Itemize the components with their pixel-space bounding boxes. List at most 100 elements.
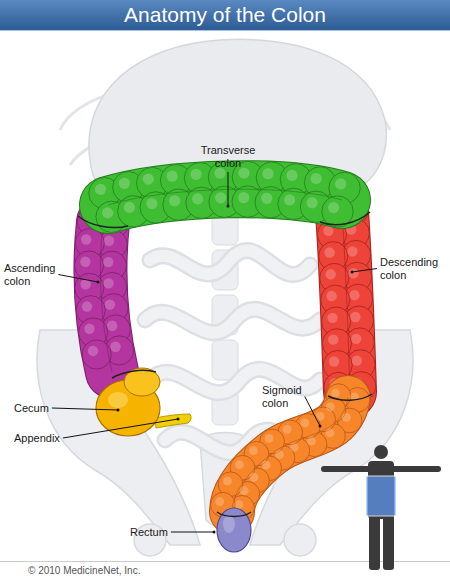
haustrum-shine (327, 313, 337, 323)
transverse-colon (89, 161, 360, 232)
haustrum-shine (342, 413, 351, 422)
colon-outline (232, 398, 348, 512)
haustrum-shine (169, 195, 180, 206)
haustrum-shine (350, 312, 360, 322)
haustrum-shine (105, 299, 115, 309)
haustrum-shine (351, 334, 361, 344)
haustrum-shine (215, 497, 224, 506)
intestine-loop (150, 250, 310, 274)
haustrum-shine (81, 234, 91, 244)
femur-head (284, 524, 316, 556)
haustrum-shine (311, 173, 322, 184)
haustrum-shine (104, 236, 114, 246)
haustrum-shine (214, 168, 225, 179)
haustrum-shine (328, 202, 339, 213)
haustrum-shine (80, 257, 90, 267)
haustrum-shine (286, 170, 297, 181)
haustrum-shine (307, 437, 316, 446)
haustrum-shine (275, 450, 284, 459)
part-label: Ascending colon (4, 262, 66, 288)
haustrum-shine (262, 461, 271, 470)
header-bar (0, 0, 450, 30)
haustrum-shine (335, 178, 346, 189)
footer-rule (0, 561, 450, 562)
pelvis (37, 330, 413, 556)
leader-line (227, 172, 228, 206)
segment-junction (217, 512, 251, 517)
haustrum-shine (324, 247, 334, 257)
intestine-loop (150, 250, 310, 274)
figure-head (374, 445, 388, 459)
taenia-line (342, 212, 350, 392)
haustrum-shine (352, 355, 362, 365)
part-label: Descending colon (380, 256, 446, 282)
leader-line (171, 532, 214, 533)
haustrum-shine (103, 257, 113, 267)
haustrum-shine (190, 169, 201, 180)
haustrum-shine (307, 197, 318, 208)
haustrum-shine (192, 193, 203, 204)
taenia-line (100, 222, 112, 372)
rectum-shine (223, 515, 235, 533)
sigmoid-colon-body (232, 398, 348, 512)
leader-end (213, 531, 216, 534)
figure-highlight-box (366, 476, 396, 516)
leader-end (117, 409, 120, 412)
part-label: Cecum (14, 402, 74, 415)
haustrum-shine (119, 178, 130, 189)
haustrum-shine (223, 477, 232, 486)
haustrum-shine (143, 174, 154, 185)
haustrum-shine (262, 168, 273, 179)
diagram-title: Anatomy of the Colon (0, 0, 450, 30)
haustrum-shine (146, 198, 157, 209)
haustrum-shine (290, 443, 299, 452)
leader-end (177, 418, 180, 421)
part-label: Rectum (130, 526, 190, 539)
haustrum-shine (95, 184, 106, 195)
leader-end (97, 281, 100, 284)
haustrum-shine (331, 389, 340, 398)
rectum-shape (217, 508, 251, 552)
taenia-line (232, 398, 348, 512)
appendix-shape (155, 414, 191, 428)
human-figure-icon (324, 445, 438, 570)
haustrum-shine (328, 334, 338, 344)
segment-junction (112, 370, 156, 378)
haustrum-shine (88, 346, 98, 356)
haustrum-shine (326, 402, 335, 411)
haustrum-shine (84, 324, 94, 334)
leader-line (63, 419, 178, 438)
haustrum-shine (348, 268, 358, 278)
haustrum-shine (349, 290, 359, 300)
haustrum-shine (107, 321, 117, 331)
leader-end (319, 425, 322, 428)
haustrum-shine (261, 193, 272, 204)
haustrum-shine (249, 446, 258, 455)
segment-junction (328, 394, 372, 400)
haustrum-shine (110, 342, 120, 352)
part-label: Appendix (14, 432, 84, 445)
haustrum-shine (325, 269, 335, 279)
haustrum-shine (300, 419, 309, 428)
haustrum-shine (215, 192, 226, 203)
haustrum-shine (238, 167, 249, 178)
leader-end (227, 205, 230, 208)
segment-junction (78, 216, 128, 228)
hip-bone (250, 330, 413, 545)
figure-leg (383, 515, 394, 570)
intestine-loop (145, 309, 320, 332)
leader-line (58, 275, 98, 283)
sigmoid-colon (211, 384, 370, 520)
copyright-note: © 2010 MedicineNet, Inc. (28, 564, 228, 577)
cecum-shine (108, 392, 128, 408)
taenia-line (108, 189, 342, 205)
leader-line (305, 397, 320, 427)
haustrum-shine (82, 301, 92, 311)
haustrum-shine (102, 207, 113, 218)
intestine-loop (145, 309, 320, 332)
haustrum-shine (284, 194, 295, 205)
leader-end (351, 271, 354, 274)
haustrum-shine (103, 278, 113, 288)
figure-leg (369, 515, 380, 570)
